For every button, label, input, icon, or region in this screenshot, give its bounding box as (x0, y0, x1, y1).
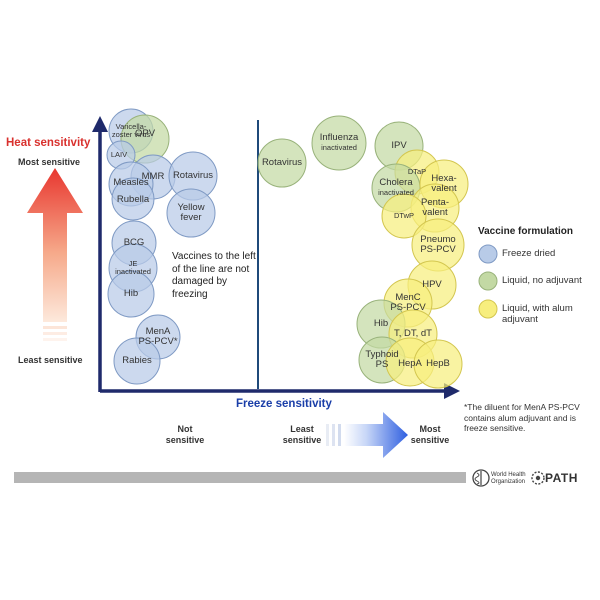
vaccine-label: Rotavirus (261, 157, 303, 168)
vaccine-label: Rotavirus (172, 170, 214, 181)
vaccine-label: BCG (123, 237, 145, 248)
who-logo-text-line1: World Health (491, 472, 526, 478)
vaccine-label: Hib (123, 288, 139, 299)
who-logo-text-line2: Organization (491, 479, 526, 485)
freeze-sensitivity-title: Freeze sensitivity (236, 398, 332, 410)
vaccine-label: Penta-valent (421, 197, 449, 218)
heat-most-sensitive-label: Most sensitive (18, 157, 81, 167)
vaccine-label: Varicella-zoster virus (111, 122, 151, 139)
vaccine-bubble (311, 115, 367, 171)
freeze-least-sensitive-label: Least sensitive (282, 424, 322, 445)
vaccine-label: Hib (373, 318, 389, 329)
vaccine-label: HepB (426, 358, 450, 369)
legend-label-liquid-alum: Liquid, with alum adjuvant (502, 303, 573, 325)
vaccine-label: Rubella (116, 194, 150, 205)
heat-least-sensitive-label: Least sensitive (18, 355, 83, 365)
legend-markers (478, 244, 498, 319)
vaccine-label: T, DT, dT (393, 328, 432, 339)
vaccine-bubble (257, 138, 307, 188)
freeze-arrow (326, 412, 408, 458)
left-line-note: Vaccines to the left of the line are not… (172, 251, 256, 300)
vaccine-bubble (166, 188, 216, 238)
vaccine-bubble (107, 270, 155, 318)
vaccine-label: LAIV (110, 150, 128, 159)
legend-label-liquid-no-adjuvant: Liquid, no adjuvant (502, 275, 582, 286)
path-logo-text: PATH (545, 471, 578, 485)
footer-bar (14, 472, 466, 483)
vaccine-label: MMR (141, 171, 165, 182)
vaccine-label: OPV (134, 128, 156, 139)
footnote: *The diluent for MenA PS-PCV contains al… (464, 402, 580, 433)
path-logo-icon (531, 471, 545, 485)
vaccine-label: Rabies (122, 355, 152, 366)
legend-label-freeze-dried: Freeze dried (502, 248, 556, 259)
legend-title: Vaccine formulation (478, 226, 574, 237)
vaccine-label: HPV (422, 279, 442, 290)
vaccine-label: IPV (391, 140, 407, 151)
heat-arrow (27, 168, 83, 341)
vaccine-label: DTwP (393, 211, 414, 220)
vaccine-bubble (381, 193, 427, 239)
vaccine-bubble (413, 339, 463, 389)
who-logo-icon (472, 469, 490, 487)
vaccine-bubbles (106, 108, 469, 389)
vaccine-label: Measles (113, 177, 149, 188)
vaccine-bubble (113, 337, 161, 385)
vaccine-label: DTaP (407, 167, 427, 176)
vaccine-bubble (111, 177, 155, 221)
freeze-most-sensitive-label: Most sensitive (410, 424, 450, 445)
heat-sensitivity-title: Heat sensitivity (6, 137, 91, 149)
vaccine-label: Hexa-valent (431, 173, 457, 194)
freeze-not-sensitive-label: Not sensitive (165, 424, 205, 445)
vaccine-label: HepA (398, 358, 422, 369)
